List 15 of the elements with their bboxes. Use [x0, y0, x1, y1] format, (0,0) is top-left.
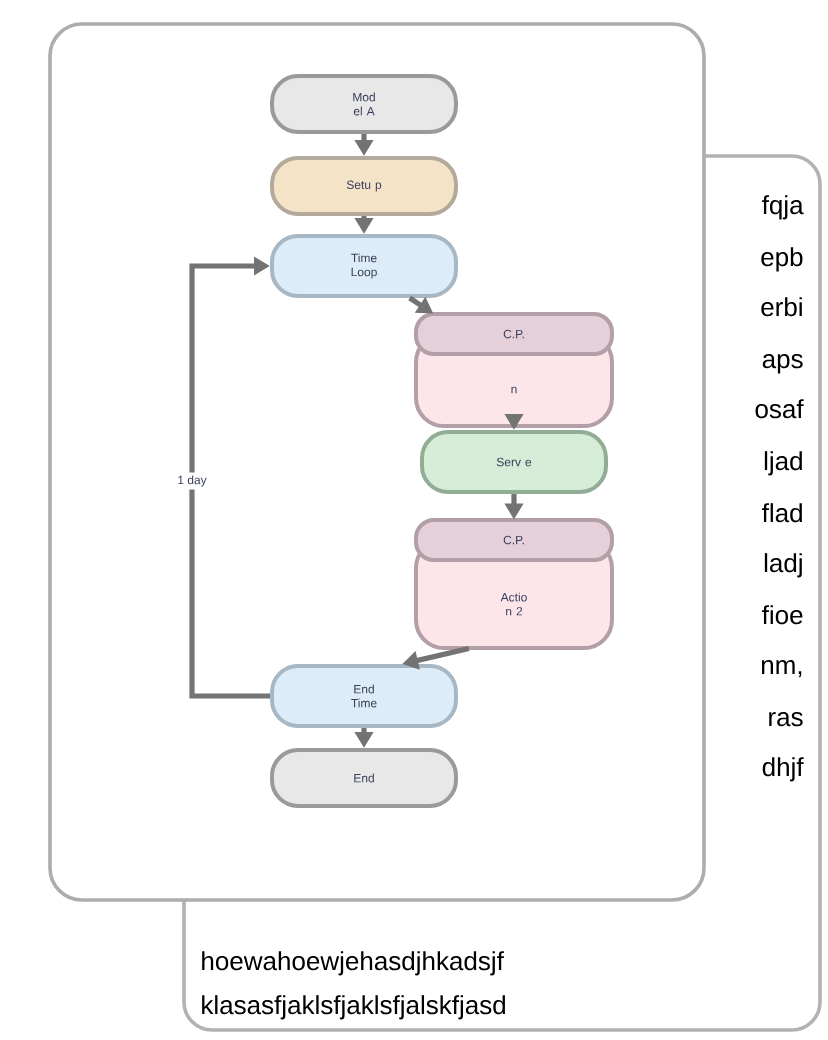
body-text: erbi	[761, 297, 802, 317]
body-text: ladj	[764, 553, 802, 578]
body-text: hoewahoewjehasdjhkadsjf	[202, 951, 504, 976]
body-text: osaf	[755, 399, 804, 419]
body-text: fqja	[762, 195, 804, 220]
body-text: epb	[761, 247, 803, 272]
body-text: flad	[762, 503, 802, 523]
body-text: nm,	[761, 660, 802, 678]
body-text: klasasfjaklsfjaklsfjalskfjasd	[202, 995, 505, 1020]
body-text: dhjf	[762, 757, 804, 782]
body-text: aps	[762, 354, 803, 374]
body-text: ljad	[764, 451, 802, 476]
body-text: ras	[769, 712, 803, 727]
arrow	[189, 256, 270, 699]
body-text: fioe	[762, 605, 803, 625]
